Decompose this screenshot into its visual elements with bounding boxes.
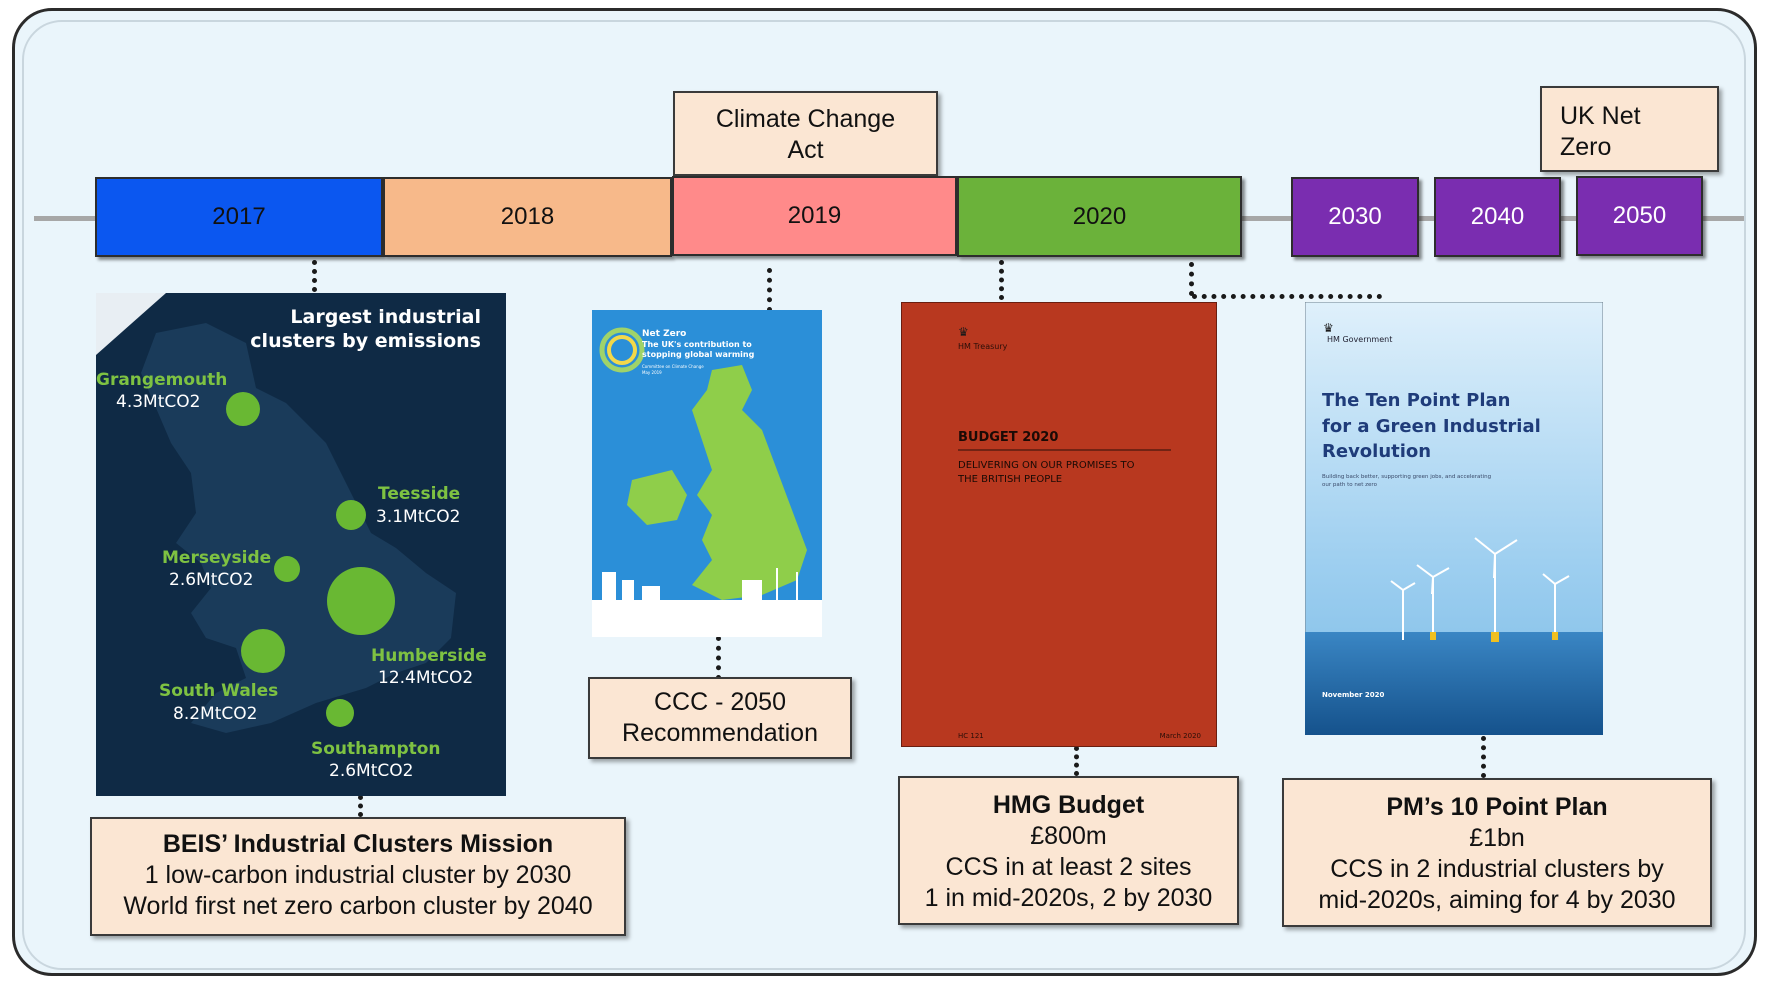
cover-subtitle: our path to net zero [1322, 482, 1378, 488]
cover-code: HC 121 [958, 732, 984, 740]
year-block-2017: 2017 [95, 177, 383, 257]
cover-org: HM Government [1327, 335, 1392, 344]
cover-subtitle: Building back better, supporting green j… [1322, 474, 1491, 480]
cluster-value: 4.3MtCO2 [116, 392, 200, 412]
year-block-2040: 2040 [1434, 177, 1561, 257]
note-line: Recommendation [622, 719, 818, 747]
cover-subtitle: THE BRITISH PEOPLE [957, 474, 1062, 485]
note-line: CCS in at least 2 sites [945, 853, 1192, 881]
note-line: World first net zero carbon cluster by 2… [123, 892, 593, 920]
connector-2019 [767, 268, 772, 312]
ccc-recommendation-note: CCC - 2050 Recommendation [588, 677, 852, 759]
year-block-2019: 2019 [672, 176, 957, 256]
note-line: mid-2020s, aiming for 4 by 2030 [1318, 886, 1676, 914]
connector-2020-budget [999, 260, 1004, 300]
hmg-budget-note: HMG Budget £800m CCS in at least 2 sites… [898, 776, 1239, 925]
note-line: UK Net [1560, 102, 1641, 130]
connector-plan-note [1481, 736, 1486, 778]
map-title-line: Largest industrial [290, 306, 481, 328]
year-label: 2030 [1328, 203, 1382, 230]
note-line: CCC - 2050 [654, 688, 786, 716]
connector-ccc-note [716, 636, 721, 680]
cluster-name: Grangemouth [96, 370, 227, 390]
cover-title: BUDGET 2020 [958, 430, 1058, 445]
note-line: £1bn [1469, 824, 1525, 852]
cover-date: May 2019 [642, 370, 662, 375]
note-title: PM’s 10 Point Plan [1386, 793, 1608, 821]
cover-subtitle: stopping global warming [642, 350, 755, 359]
year-block-2030: 2030 [1291, 177, 1419, 257]
cluster-name: South Wales [159, 681, 278, 701]
beis-clusters-mission-note: BEIS’ Industrial Clusters Mission 1 low-… [90, 817, 626, 936]
year-label: 2020 [1072, 202, 1127, 230]
ccc-net-zero-cover: Net Zero The UK's contribution to stoppi… [592, 310, 822, 637]
connector-map-note [358, 795, 363, 817]
uk-net-zero-note: UK Net Zero [1540, 86, 1719, 172]
note-line: Zero [1560, 133, 1612, 161]
diagram-inner-border [22, 20, 1746, 970]
cover-crest-icon: ♛ [1323, 321, 1334, 335]
map-title-line: clusters by emissions [250, 330, 481, 352]
note-line: 1 in mid-2020s, 2 by 2030 [924, 884, 1213, 912]
note-line: CCS in 2 industrial clusters by [1330, 855, 1664, 883]
cluster-value: 2.6MtCO2 [169, 570, 253, 590]
cluster-name: Humberside [371, 646, 487, 666]
industrial-clusters-map: Largest industrial clusters by emissions… [96, 293, 506, 796]
note-title: BEIS’ Industrial Clusters Mission [162, 830, 554, 858]
cover-crest-icon: ♛ [958, 325, 969, 339]
cover-subtitle: The UK's contribution to [642, 340, 752, 349]
year-block-2020: 2020 [957, 176, 1242, 257]
year-block-2018: 2018 [383, 177, 672, 257]
year-label: 2018 [500, 203, 555, 230]
note-line: £800m [1030, 822, 1107, 850]
connector-budget-note [1074, 746, 1079, 776]
cover-title: for a Green Industrial [1322, 416, 1541, 437]
year-label: 2019 [787, 202, 842, 229]
wind-turbines [1390, 537, 1570, 640]
connector-2017 [312, 260, 317, 292]
climate-change-act-note: Climate Change Act [673, 91, 938, 176]
cover-title: The Ten Point Plan [1322, 390, 1510, 411]
note-line: Climate Change [715, 105, 896, 133]
year-label: 2040 [1470, 203, 1525, 230]
cluster-value: 2.6MtCO2 [329, 761, 413, 781]
pm-ten-point-plan-note: PM’s 10 Point Plan £1bn CCS in 2 industr… [1282, 778, 1712, 927]
year-label: 2050 [1612, 202, 1667, 229]
cover-title: Revolution [1322, 441, 1431, 462]
note-title: HMG Budget [992, 791, 1145, 819]
cover-date: November 2020 [1322, 691, 1385, 699]
ten-point-plan-cover: ♛ HM Government The Ten Point Plan for a… [1305, 302, 1603, 735]
cluster-name: Southampton [311, 739, 441, 759]
connector-2020-plan-v [1189, 262, 1194, 296]
cover-subtitle: DELIVERING ON OUR PROMISES TO [958, 460, 1135, 471]
cover-publisher: Committee on Climate Change [642, 364, 704, 369]
connector-2020-plan-h [1192, 294, 1382, 299]
cluster-value: 12.4MtCO2 [378, 668, 473, 688]
note-line: 1 low-carbon industrial cluster by 2030 [144, 861, 572, 889]
cluster-value: 3.1MtCO2 [376, 507, 460, 527]
note-line: Act [787, 136, 824, 164]
cluster-value: 8.2MtCO2 [173, 704, 257, 724]
year-block-2050: 2050 [1576, 176, 1703, 256]
cluster-name: Teesside [378, 484, 460, 504]
year-label: 2017 [212, 203, 266, 230]
cover-title: Net Zero [642, 329, 686, 339]
cover-date: March 2020 [1160, 732, 1201, 740]
cover-org: HM Treasury [958, 342, 1008, 351]
budget-2020-cover: ♛ HM Treasury BUDGET 2020 DELIVERING ON … [901, 302, 1217, 747]
cluster-name: Merseyside [162, 548, 271, 568]
